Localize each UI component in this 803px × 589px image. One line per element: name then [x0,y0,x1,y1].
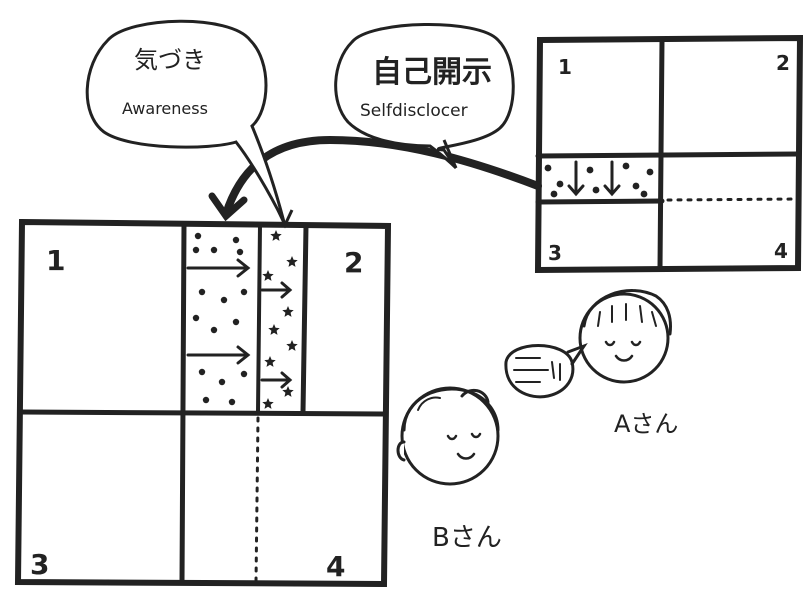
large-band-arrows [186,258,293,389]
self-disclosure-bubble: 自己開示 Selfdisclocer [334,22,515,170]
texture-star [286,340,298,351]
texture-dot [232,318,240,326]
awareness-bubble: 気づき Awareness [85,19,294,229]
large-dotted-band [192,232,248,406]
texture-dot [646,168,654,176]
large-divider-horizontal [17,409,389,417]
small-johari-window [534,34,803,274]
large-johari-window [14,218,392,588]
texture-dot [240,370,248,378]
small-band-bottom [535,198,665,205]
large-divider-right [300,223,309,415]
small-quadrant-2-label: 2 [776,51,790,75]
small-quadrant-1-label: 1 [558,55,572,79]
large-quadrant-2-label: 2 [344,246,363,279]
large-window-frame [14,218,392,588]
texture-dot [544,164,552,172]
person-a-label: Aさん [614,410,678,438]
texture-dot [236,248,244,256]
texture-dot [556,180,564,188]
texture-dot [592,186,600,194]
texture-star [270,230,282,241]
person-b-face [396,386,500,486]
texture-dot [640,190,648,198]
large-divider-left [179,221,187,586]
large-quadrant-1-label: 1 [46,244,65,277]
small-quadrant-3-label: 3 [548,241,562,265]
texture-star [264,356,276,367]
small-dotted-band [544,162,654,198]
texture-star [282,306,294,317]
large-quadrant-3-label: 3 [30,548,49,581]
awareness-en: Awareness [122,99,208,118]
large-divider-mid [256,223,262,414]
texture-dot [210,326,218,334]
self-disclosure-en: Selfdisclocer [360,101,468,121]
large-dotted-line [254,416,260,584]
awareness-jp: 気づき [134,46,206,74]
small-window-frame [534,34,803,274]
small-quadrant-4-label: 4 [774,239,788,263]
texture-dot [228,398,236,406]
texture-star [262,270,274,281]
transfer-arrow [208,135,542,222]
texture-dot [220,296,228,304]
texture-dot [232,236,240,244]
small-band-top [535,151,801,159]
texture-dot [192,314,200,322]
texture-dot [198,288,206,296]
texture-star [286,256,298,267]
conversation-bubble [504,342,588,399]
texture-star [262,398,274,409]
large-quadrant-4-label: 4 [326,550,345,583]
texture-dot [194,232,202,240]
large-star-band [262,230,298,409]
texture-star [282,386,294,397]
small-dotted-line [666,197,800,202]
texture-dot [192,246,200,254]
texture-dot [218,378,226,386]
person-b-label: Bさん [432,523,502,553]
texture-dot [198,368,206,376]
person-a-face [578,289,672,384]
texture-star [268,324,280,335]
self-disclosure-jp: 自己開示 [372,55,492,90]
texture-dot [632,182,640,190]
texture-dot [202,396,210,404]
texture-dot [240,288,248,296]
texture-dot [622,162,630,170]
texture-dot [210,246,218,254]
texture-dot [586,166,594,174]
texture-dot [550,190,558,198]
small-band-arrows [567,160,621,197]
